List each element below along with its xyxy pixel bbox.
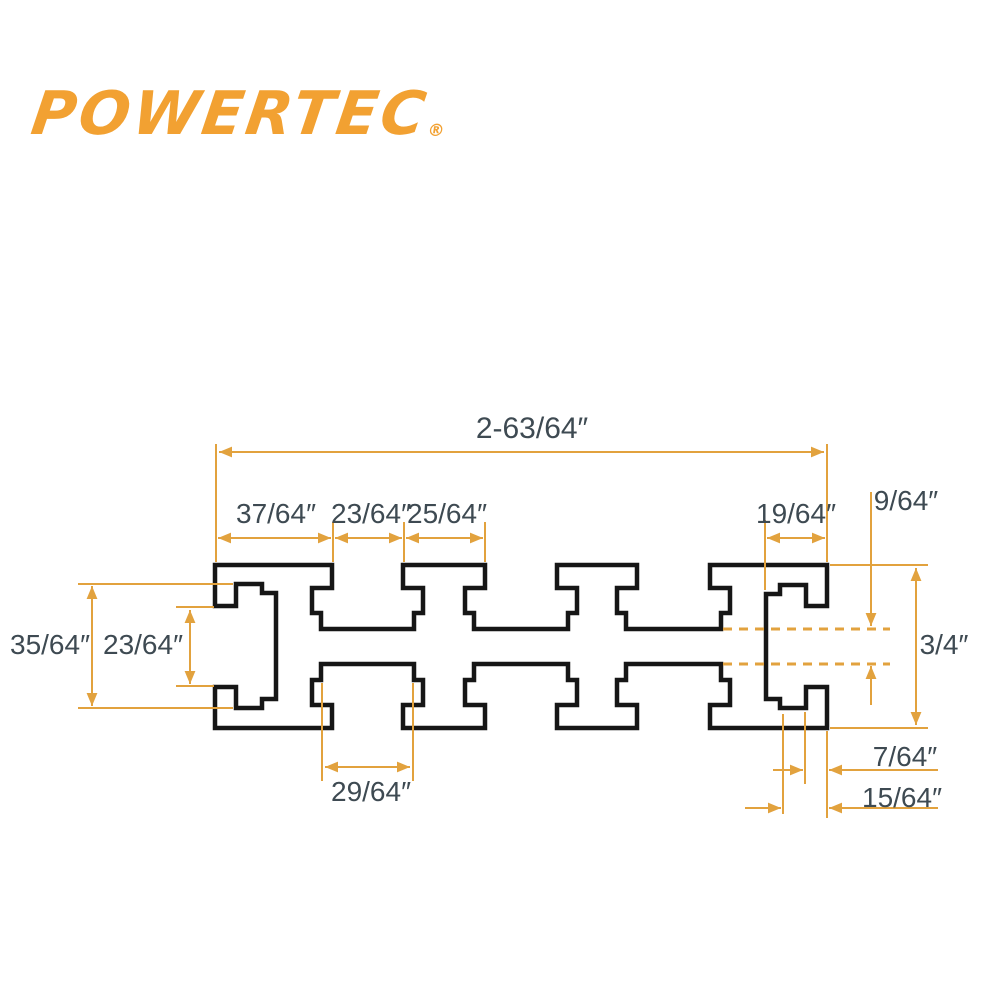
hidden-edge-dashed-lines [723, 627, 890, 666]
extrusion-profile-outline [212, 562, 830, 731]
dim-label-left-opening-height: 23/64″ [103, 629, 183, 660]
dim-label-cap1-width: 37/64″ [236, 498, 316, 529]
dim-label-overall-width: 2-63/64″ [475, 412, 589, 445]
dim-label-top-slot-opening: 23/64″ [331, 498, 411, 529]
dim-label-cap2-width: 25/64″ [407, 498, 487, 529]
dim-label-overall-height: 3/4″ [919, 629, 969, 660]
dim-label-right-step-width: 15/64″ [862, 782, 942, 813]
dim-label-right-cavity-depth: 19/64″ [756, 498, 836, 529]
extension-lines [78, 444, 928, 818]
dim-label-bottom-slot-width: 29/64″ [331, 776, 411, 807]
dim-label-web-thickness: 9/64″ [873, 485, 939, 516]
dim-label-right-lip-width: 7/64″ [872, 741, 938, 772]
dim-label-left-cavity-height: 35/64″ [10, 629, 90, 660]
dimension-arrows [86, 446, 938, 814]
